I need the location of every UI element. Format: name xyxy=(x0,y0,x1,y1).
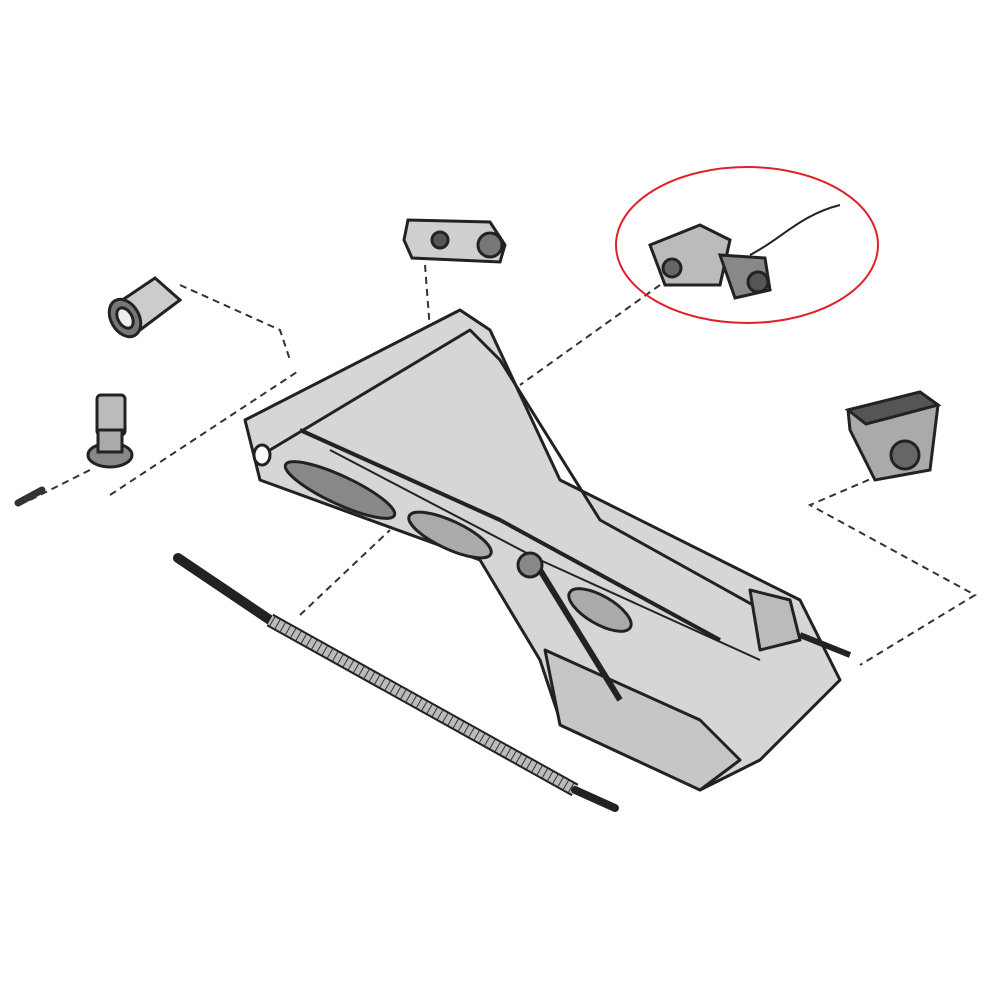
threaded-rod-icon xyxy=(173,553,619,812)
assembly-guide-lines xyxy=(29,264,978,666)
gearbox-motor-icon xyxy=(648,204,841,300)
clip-bracket-icon xyxy=(402,218,507,264)
end-block-icon xyxy=(844,390,942,482)
knob-icon xyxy=(86,393,134,469)
sleeve-bushing-icon xyxy=(107,276,183,339)
jack-frame-icon xyxy=(243,308,852,792)
highlight-circle xyxy=(615,166,879,324)
screw-icon xyxy=(14,486,46,507)
